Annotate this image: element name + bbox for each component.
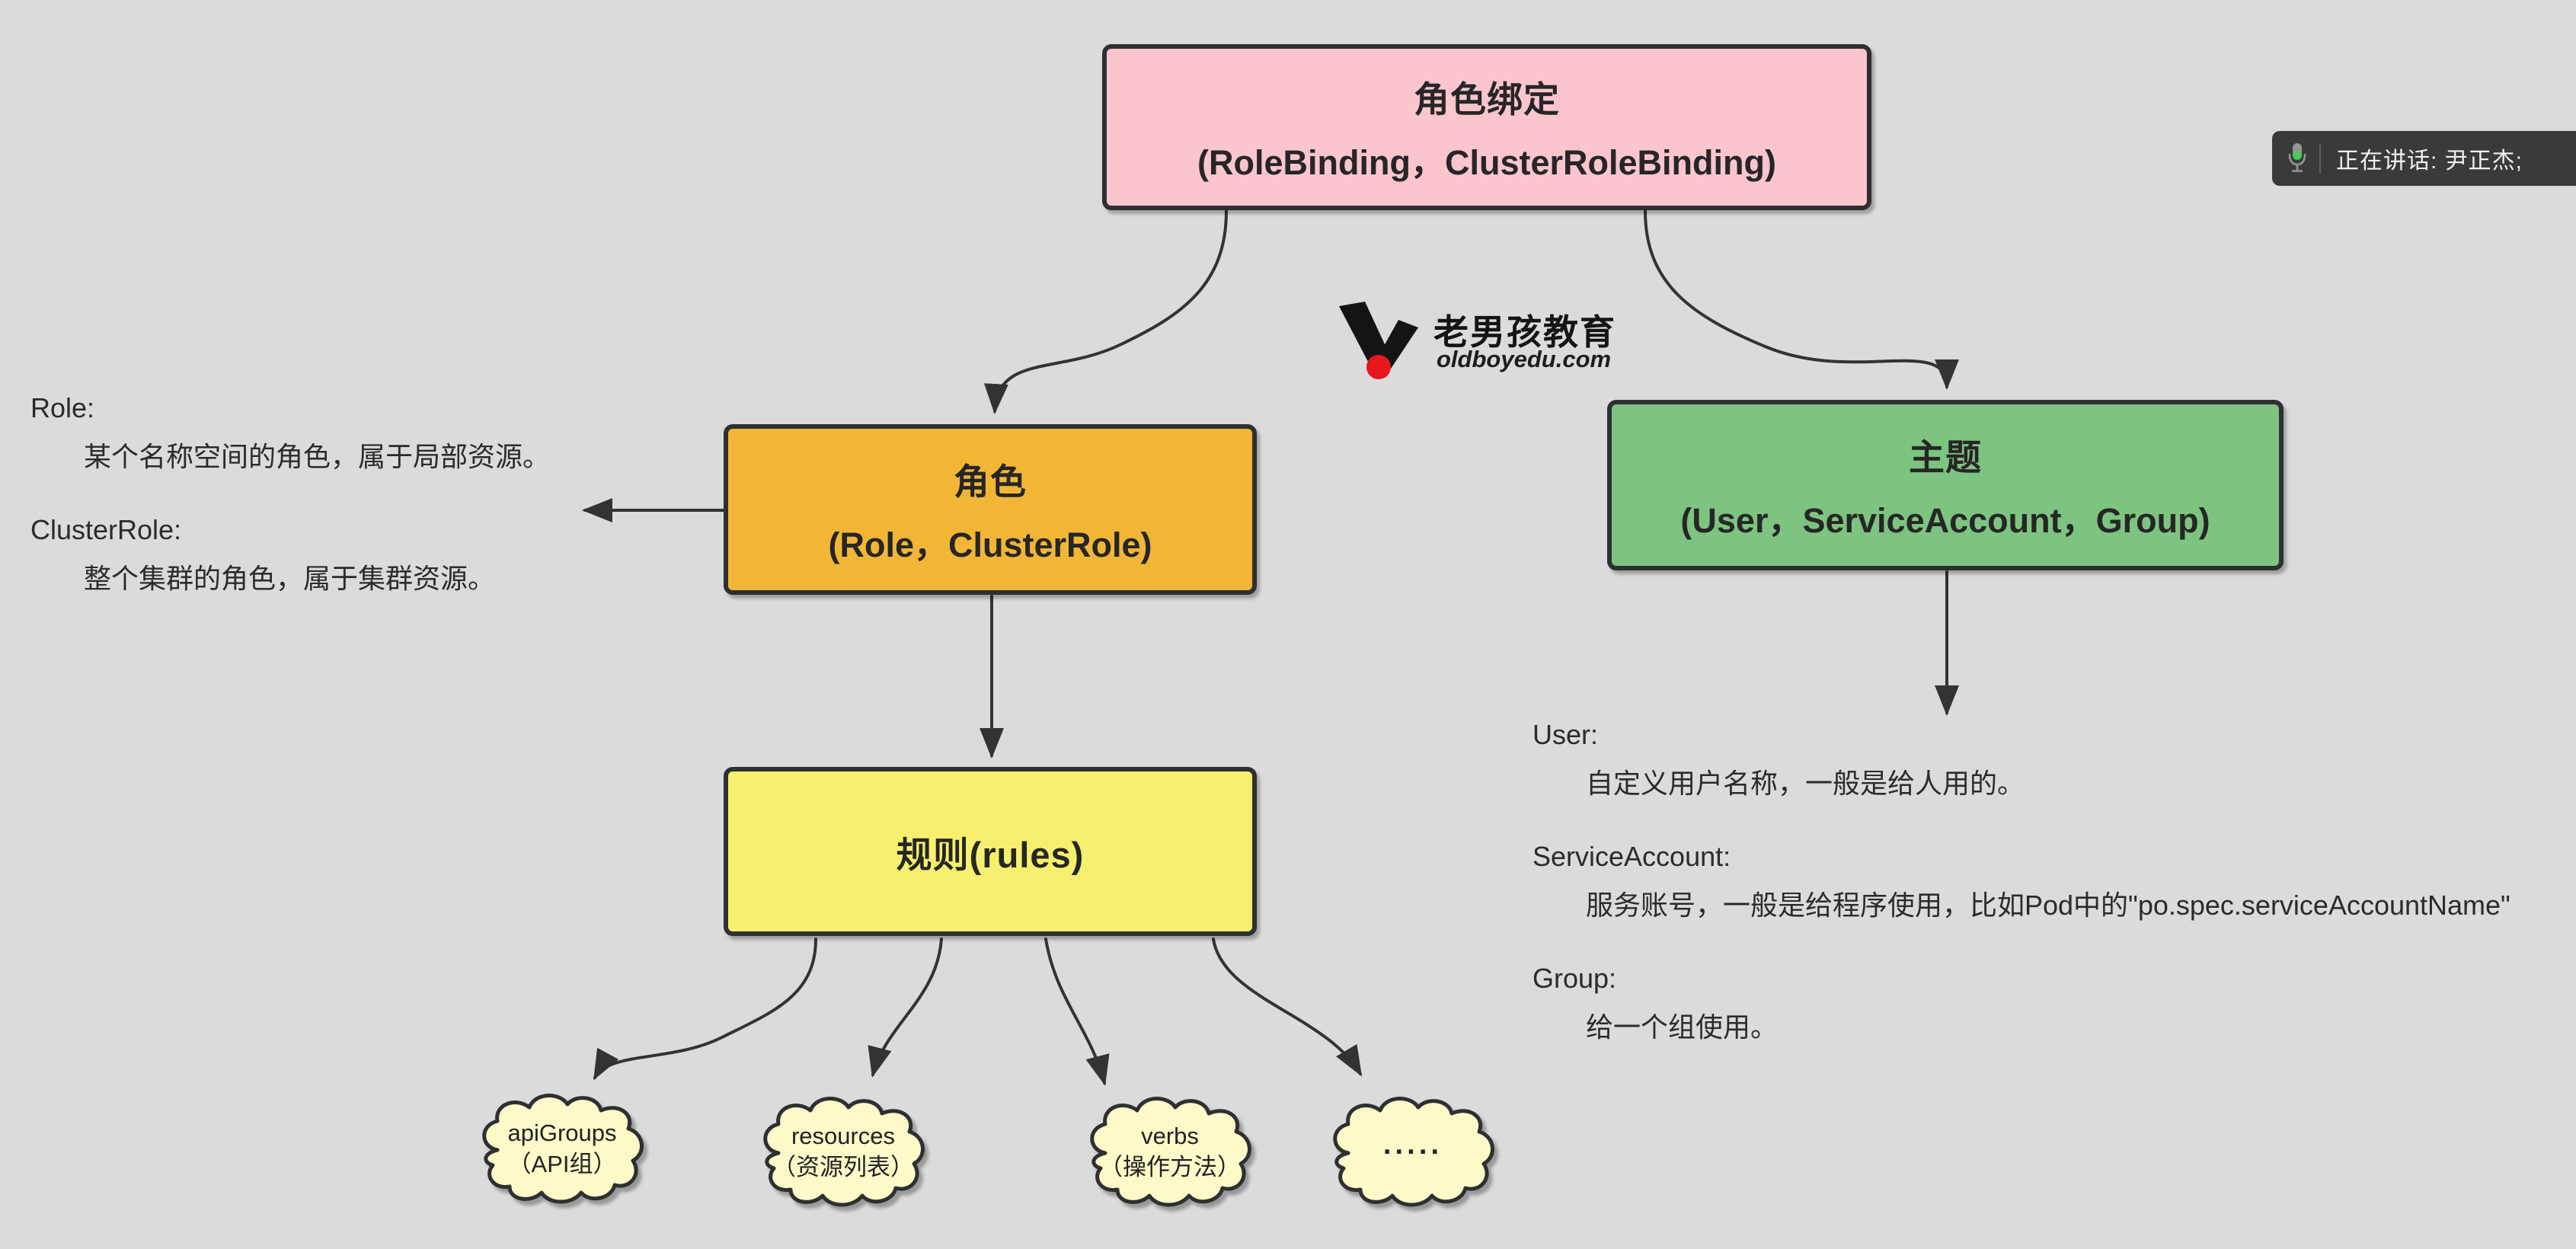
microphone-icon [2287, 142, 2307, 175]
node-subtitle: (User，ServiceAccount，Group) [1680, 501, 2210, 540]
cloud-label-resources: resources （资源列表） [756, 1121, 931, 1184]
note-desc: 某个名称空间的角色，属于局部资源。 [84, 441, 551, 472]
note-desc: 自定义用户名称，一般是给人用的。 [1586, 768, 2025, 799]
node-rules: 规则(rules) [724, 767, 1257, 936]
cloud-line1: verbs [1141, 1123, 1199, 1149]
pill-divider [2319, 143, 2321, 174]
node-role-binding: 角色绑定 (RoleBinding，ClusterRoleBinding) [1102, 44, 1871, 210]
cloud-line1: ····· [1382, 1136, 1443, 1168]
speaking-label: 正在讲话: 尹正杰; [2336, 149, 2523, 174]
note-term: Group: [1532, 963, 1617, 994]
node-role: 角色 (Role，ClusterRole) [724, 424, 1257, 595]
edge-rules-to-verbs [1044, 938, 1110, 1086]
cloud-line2: （API组） [507, 1150, 617, 1177]
note-desc: 服务账号，一般是给程序使用，比如Pod中的"po.spec.serviceAcc… [1586, 890, 2510, 921]
cloud-label-apigroups: apiGroups （API组） [475, 1118, 650, 1180]
note-term: ClusterRole: [30, 514, 182, 545]
node-subject: 主题 (User，ServiceAccount，Group) [1607, 400, 2284, 570]
node-subtitle: (RoleBinding，ClusterRoleBinding) [1197, 143, 1776, 182]
cloud-label-verbs: verbs （操作方法） [1082, 1121, 1258, 1184]
cloud-line1: apiGroups [507, 1120, 617, 1146]
node-title: 角色 [954, 462, 1027, 502]
edge-rules-to-resources [868, 938, 943, 1078]
left-notes: Role: 某个名称空间的角色，属于局部资源。 ClusterRole: 整个集… [30, 392, 550, 636]
cloud-line2: （资源列表） [772, 1153, 914, 1180]
cloud-label-more: ····· [1325, 1133, 1501, 1171]
note-desc: 整个集群的角色，属于集群资源。 [84, 563, 496, 594]
logo-domain-text: oldboyedu.com [1437, 346, 1612, 372]
note-term: Role: [30, 392, 95, 423]
node-subtitle: (Role，ClusterRole) [828, 525, 1152, 564]
node-title: 规则(rules) [896, 834, 1085, 875]
edge-rolebinding-to-role [983, 209, 1228, 414]
note-term: User: [1532, 719, 1599, 750]
right-notes: User: 自定义用户名称，一般是给人用的。 ServiceAccount: 服… [1532, 719, 2510, 1084]
note-desc: 给一个组使用。 [1586, 1011, 1779, 1043]
edge-rules-to-more [1212, 938, 1363, 1077]
logo-brand-text: 老男孩教育 [1433, 312, 1616, 352]
note-term: ServiceAccount: [1532, 841, 1731, 872]
cloud-line2: （操作方法） [1099, 1153, 1241, 1180]
cloud-line1: resources [791, 1123, 896, 1149]
edge-rules-to-apigroups [593, 938, 817, 1081]
oldboyedu-logo-icon [1339, 302, 1418, 379]
node-title: 主题 [1909, 437, 1982, 478]
node-title: 角色绑定 [1414, 79, 1560, 120]
edge-rolebinding-to-subject [1644, 209, 1959, 390]
speaking-indicator[interactable]: 正在讲话: 尹正杰; [2272, 131, 2576, 186]
